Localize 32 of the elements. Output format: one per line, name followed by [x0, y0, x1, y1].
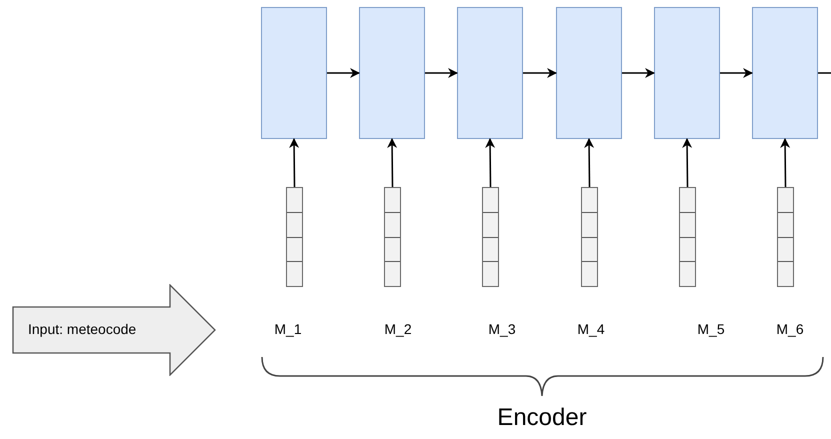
group-label: Encoder	[497, 404, 587, 432]
arrow	[485, 138, 496, 187]
rnn-cell-box	[752, 7, 818, 139]
arrow	[289, 138, 300, 187]
input-label: M_1	[274, 321, 302, 337]
rnn-cell-box	[556, 7, 622, 139]
rnn-cell-box	[654, 7, 720, 139]
vector-stack	[679, 187, 696, 287]
vector-stack	[581, 187, 598, 287]
rnn-cell-box	[261, 7, 327, 139]
arrow	[425, 68, 458, 78]
arrow	[622, 68, 655, 78]
arrow	[682, 138, 692, 187]
arrow	[387, 138, 398, 187]
arrow	[584, 138, 594, 187]
vector-stack	[482, 187, 499, 287]
arrow	[780, 138, 790, 187]
vector-stack	[286, 187, 303, 287]
vector-stack	[777, 187, 794, 287]
arrow-label: Input: meteocode	[28, 321, 136, 337]
block-arrow	[12, 284, 216, 376]
input-label: M_5	[697, 321, 725, 337]
rnn-cell-box	[359, 7, 425, 139]
arrow	[327, 68, 360, 78]
input-label: M_3	[488, 321, 516, 337]
input-label: M_4	[577, 321, 605, 337]
vector-stack	[384, 187, 401, 287]
arrow	[720, 68, 753, 78]
rnn-cell-box	[457, 7, 523, 139]
input-label: M_2	[384, 321, 412, 337]
arrow	[523, 68, 557, 78]
input-label: M_6	[776, 321, 804, 337]
